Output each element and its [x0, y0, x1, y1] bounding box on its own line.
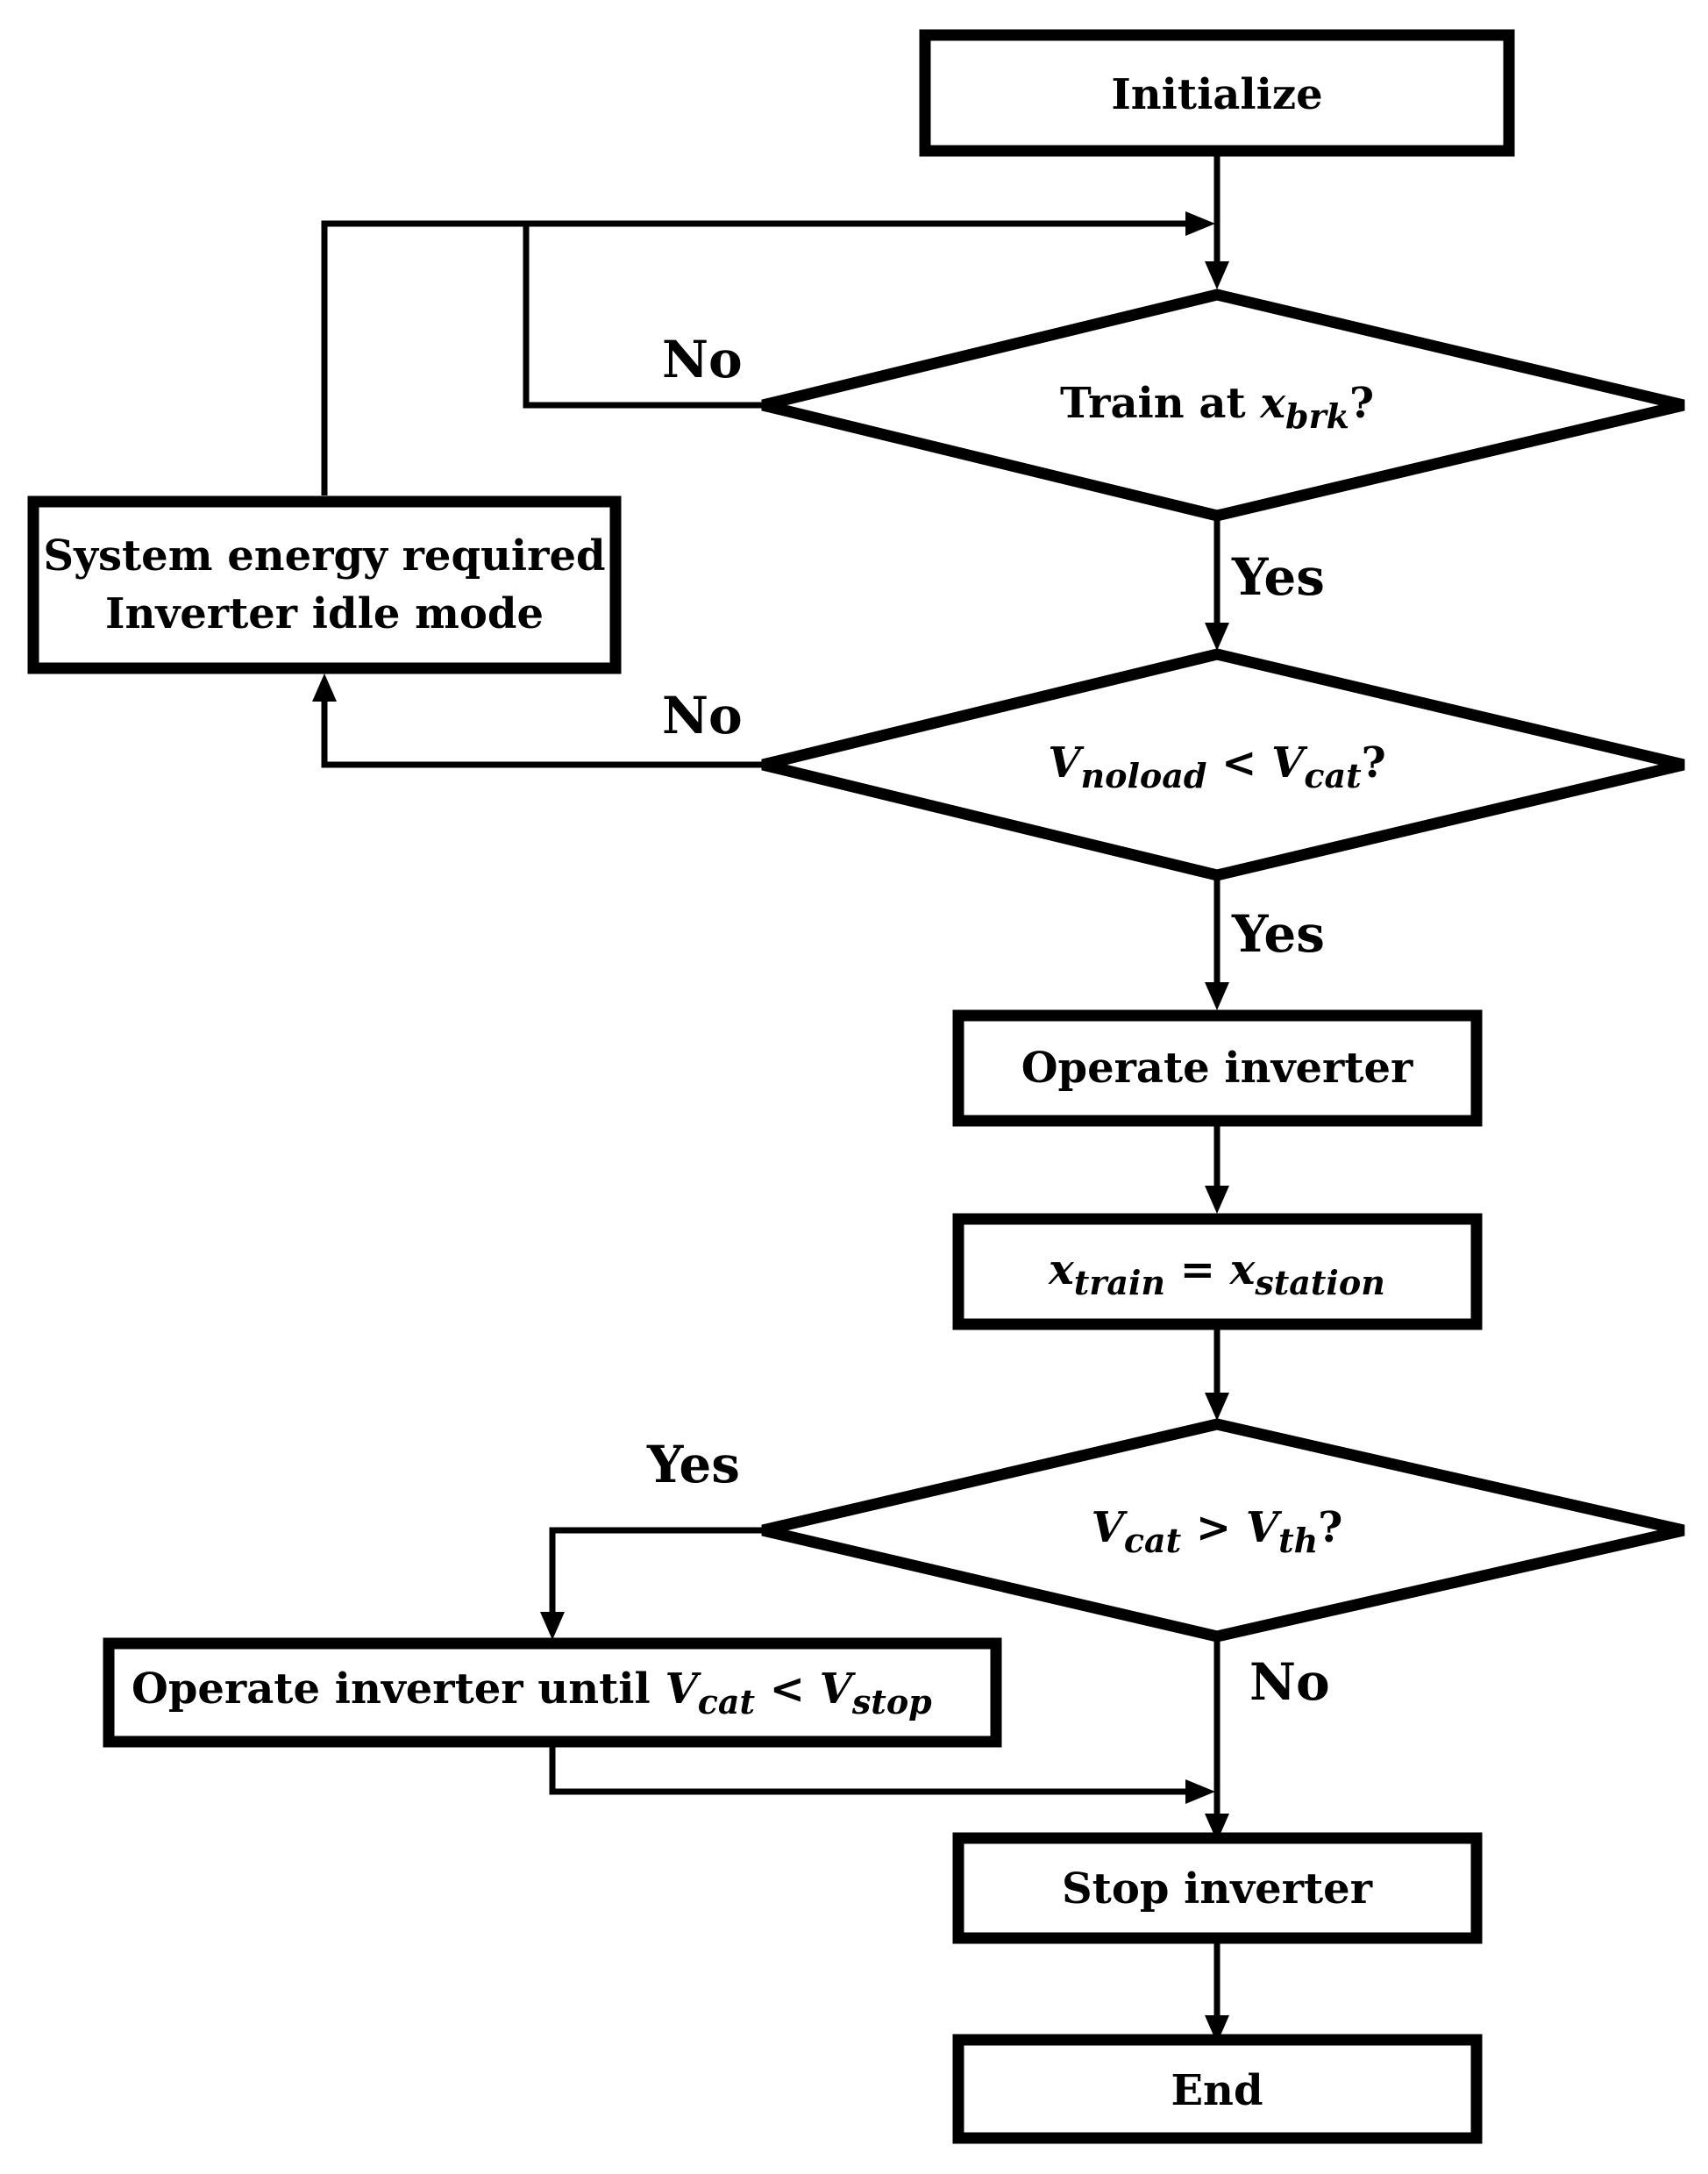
- arrowhead: [1205, 623, 1229, 651]
- initialize-label: Initialize: [1111, 70, 1322, 119]
- edge-decision1-no: [523, 224, 763, 409]
- arrowhead: [1205, 261, 1229, 289]
- arrowhead: [312, 674, 337, 702]
- node-operate-until: [103, 1637, 1002, 1748]
- edge-label-no-2: No: [662, 686, 743, 745]
- edge-label-yes-2: Yes: [1231, 904, 1325, 964]
- edge-label-no-1: No: [662, 330, 743, 389]
- edge-decision2-no: [321, 697, 763, 768]
- node-end: [952, 2034, 1483, 2144]
- node-decision-vcat-vth: [761, 1418, 1685, 1643]
- arrowhead: [1205, 1814, 1229, 1842]
- node-initialize: [919, 29, 1515, 157]
- edge-decision3-yes: [549, 1527, 763, 1614]
- end-label: End: [1171, 2066, 1263, 2115]
- operate-inverter-label: Operate inverter: [1021, 1044, 1413, 1093]
- arrowhead: [1205, 1186, 1229, 1214]
- train-at-label: Train at xbrk?: [1060, 379, 1374, 436]
- operate-until-label: Operate inverter until Vcat < Vstop: [132, 1664, 932, 1721]
- loop-return-bar: [321, 220, 1188, 495]
- arrowhead: [1205, 1393, 1229, 1421]
- edge-label-yes-1: Yes: [1231, 547, 1325, 607]
- edge-operate-until-to-stop: [549, 1745, 1188, 1795]
- edge-label-yes-3: Yes: [646, 1435, 740, 1494]
- energy-label-line1: System energy required: [43, 531, 605, 581]
- xtrain-label: xtrain = xstation: [1048, 1245, 1385, 1302]
- vcat-vth-label: Vcat > Vth?: [1092, 1503, 1343, 1560]
- node-operate-inverter: [952, 1009, 1483, 1127]
- arrowhead: [1205, 982, 1229, 1010]
- node-stop-inverter: [952, 1832, 1483, 1944]
- arrowhead: [1185, 211, 1215, 236]
- node-xtrain-station: [952, 1213, 1483, 1330]
- node-energy-required: [27, 495, 622, 674]
- node-decision-train-at: [761, 289, 1685, 522]
- stop-inverter-label: Stop inverter: [1062, 1864, 1373, 1914]
- vnoload-label: Vnoload < Vcat?: [1048, 738, 1386, 795]
- arrowhead: [1205, 2015, 1229, 2043]
- arrowhead: [540, 1612, 565, 1640]
- energy-label-line2: Inverter idle mode: [105, 589, 544, 638]
- node-decision-vnoload: [761, 648, 1685, 881]
- edge-label-no-3: No: [1249, 1652, 1330, 1712]
- arrowhead: [1185, 1779, 1215, 1804]
